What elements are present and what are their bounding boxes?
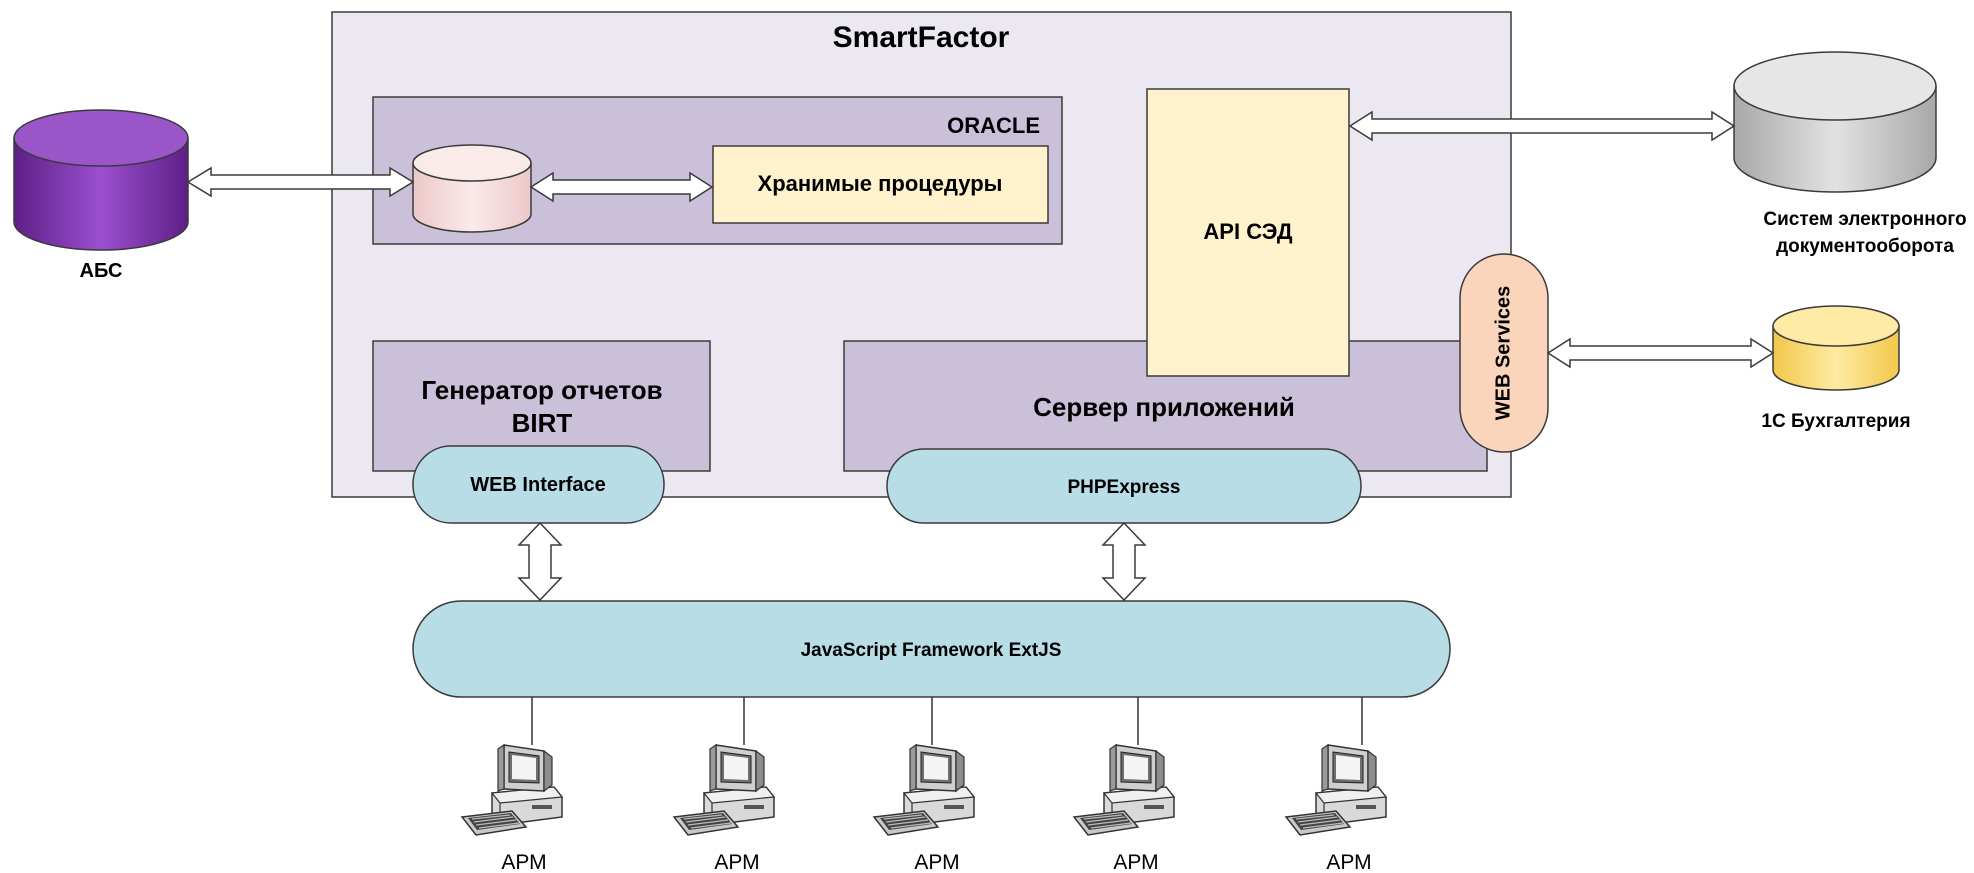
workstation-1-computer-icon bbox=[461, 744, 563, 836]
smartfactor-title: SmartFactor bbox=[833, 21, 1010, 54]
web-services-label: WEB Services bbox=[1492, 286, 1514, 421]
oracle-label: ORACLE bbox=[947, 113, 1040, 138]
phpexpress-label: PHPExpress bbox=[1067, 477, 1180, 498]
sed-database-icon bbox=[1733, 51, 1937, 193]
web-services-accounting-arrow bbox=[1546, 337, 1775, 369]
oracle-database-icon bbox=[412, 144, 532, 233]
sed-label-line2: документооборота bbox=[1776, 236, 1954, 257]
workstation-3-label: АРМ bbox=[914, 851, 959, 873]
report-generator-label-line1: Генератор отчетов bbox=[421, 375, 662, 405]
api-sed-label: API СЭД bbox=[1203, 219, 1292, 244]
phpexpress-extjs-arrow bbox=[1101, 521, 1147, 602]
api-sed-box bbox=[1146, 88, 1350, 377]
workstation-4-computer-icon bbox=[1073, 744, 1175, 836]
workstation-5-computer-icon bbox=[1285, 744, 1387, 836]
workstation-5-label: АРМ bbox=[1326, 851, 1371, 873]
report-generator-label-line2: BIRT bbox=[512, 408, 573, 438]
workstation-4-label: АРМ bbox=[1113, 851, 1158, 873]
extjs-framework-label: JavaScript Framework ExtJS bbox=[801, 640, 1062, 661]
workstation-2-computer-icon bbox=[673, 744, 775, 836]
oracle-procedures-arrow bbox=[529, 171, 714, 203]
stored-procedures-box bbox=[712, 145, 1049, 224]
accounting-database-icon bbox=[1772, 305, 1900, 391]
web-interface-label: WEB Interface bbox=[470, 474, 606, 496]
abs-oracle-arrow bbox=[186, 166, 415, 198]
accounting-label: 1С Бухгалтерия bbox=[1761, 411, 1910, 432]
web-interface-extjs-arrow bbox=[517, 521, 563, 602]
api-sed-arrow bbox=[1348, 110, 1736, 142]
workstations: АРМ АРМ АРМ АРМ АРМ bbox=[461, 697, 1387, 873]
abs-label: АБС bbox=[80, 260, 123, 282]
workstation-2-label: АРМ bbox=[714, 851, 759, 873]
workstation-1-label: АРМ bbox=[501, 851, 546, 873]
web-interface-pill bbox=[412, 445, 665, 524]
stored-procedures-label: Хранимые процедуры bbox=[758, 171, 1003, 196]
app-server-label: Сервер приложений bbox=[1033, 392, 1295, 422]
sed-label-line1: Систем электронного bbox=[1763, 209, 1966, 230]
workstation-3-computer-icon bbox=[873, 744, 975, 836]
abs-database-icon bbox=[13, 109, 189, 251]
